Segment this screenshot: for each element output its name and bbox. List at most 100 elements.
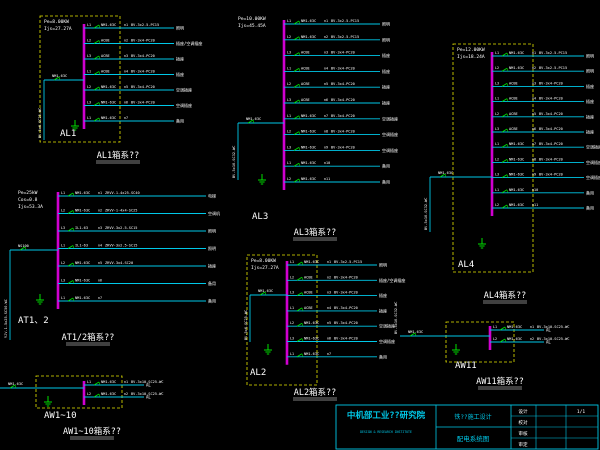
circuit-cable-label: BV-3x4-PC20 [539, 97, 563, 101]
panel-al4: Pe=12.00KWIjs=18.24ANM1-63CBV-5x10-SC32-… [424, 43, 600, 304]
circuit-breaker-label: ACBE [101, 39, 110, 43]
circuit-load-label: 插座 [382, 68, 390, 74]
circuit-load-label: 照明 [382, 22, 390, 27]
breaker-switch [67, 192, 74, 197]
title-sheet: 1/1 [577, 409, 586, 415]
title-row-label: 设计 [518, 408, 528, 415]
circuit-breaker-label: ACBE [301, 66, 310, 70]
breaker-contact [24, 246, 27, 251]
circuit-breaker-label: ACBE [509, 112, 518, 116]
breaker-switch [293, 83, 300, 88]
circuit-load-label: 照明 [379, 263, 387, 268]
circuit-load-label: 插座 [379, 307, 387, 313]
panel-box-label: AL4 [458, 260, 474, 270]
panel-spec: Pe=8.00KW [44, 19, 69, 25]
circuit-cable-label: BV-3x2.5-PC15 [334, 260, 362, 264]
breaker-switch [67, 297, 74, 302]
circuit-breaker-label: ACBE [301, 98, 310, 102]
breaker-switch [93, 86, 100, 91]
breaker-contact [98, 393, 101, 398]
circuit-load-label: 空调机 [208, 210, 220, 216]
circuit-number: n5 [327, 321, 331, 325]
circuit-breaker-label: NM1-63C [304, 321, 319, 325]
circuit-number: n4 [532, 97, 536, 101]
phase-label: L2 [495, 112, 499, 116]
circuit-cable-label: BV-3x4-PC20 [334, 275, 358, 279]
circuit-cable-label: BV-3x4-PC20 [334, 291, 358, 295]
circuit-load-label: 插座/空调插座 [379, 277, 405, 283]
phase-label: L1 [87, 380, 91, 384]
circuit-load-label: 空调插座 [382, 147, 398, 153]
panel-box-label: AL3 [252, 212, 268, 222]
circuit-breaker-label: NM1-63C [509, 188, 524, 192]
circuit-load-label: 空调插座 [176, 87, 192, 93]
breaker-switch [501, 159, 508, 163]
circuit-number: n7 [532, 142, 536, 146]
circuit-number: n2 [532, 66, 536, 70]
phase-label: L1 [287, 114, 291, 118]
title-project: 铁??施工设计 [454, 413, 491, 421]
phase-label: L3 [87, 54, 91, 58]
circuit-cable-label: BV-3x4-PC20 [539, 81, 563, 85]
phase-label: L1 [61, 296, 65, 300]
breaker-switch [296, 276, 303, 281]
breaker-switch [93, 393, 100, 398]
breaker-contact [504, 326, 507, 331]
panel-caption: AW11箱系?? [476, 376, 524, 387]
phase-label: L1 [493, 325, 497, 329]
breaker-contact [298, 68, 301, 72]
circuit-cable-label: BV-3x10-SC25-WC [537, 325, 569, 329]
breaker-switch [93, 71, 100, 75]
phase-label: L2 [61, 261, 65, 265]
circuit-load-label: 备用 [176, 118, 184, 124]
circuit-number: n5 [124, 85, 128, 89]
main-breaker-label: NM1-63C [258, 289, 273, 293]
main-breaker-label: NM1-63C [52, 74, 67, 78]
panel-spec: Ijs=27.27A [44, 26, 72, 32]
breaker-switch [296, 292, 303, 296]
circuit-number: n1 [327, 260, 331, 264]
panel-al3: Pe=10.00KWIjs=45.45ANM1-63CBV-5x10-SC32-… [232, 16, 398, 241]
circuit-breaker-label: NM1-63C [301, 161, 316, 165]
circuit-load-label: 空调插座 [379, 323, 395, 329]
circuit-breaker-label: NM1-63C [304, 337, 319, 341]
circuit-cable-label: BV-3x2.5-PC15 [331, 35, 359, 39]
circuit-load-label: 备用 [586, 189, 594, 195]
ground-symbol [71, 120, 79, 131]
phase-label: L2 [493, 337, 497, 341]
breaker-contact [98, 86, 101, 91]
incoming-cable-label: BV-5x6-SC25-WC [38, 108, 42, 138]
circuit-breaker-label: ACBE [101, 54, 110, 58]
panel-box-label: AL2 [250, 368, 266, 378]
phase-label: L1 [290, 260, 294, 264]
panel-box-label: AL1 [60, 129, 76, 139]
breaker-switch [293, 68, 300, 72]
title-drawing: 配电系统图 [457, 434, 490, 443]
circuit-number: n2 [124, 39, 128, 43]
phase-label: L3 [87, 101, 91, 105]
circuit-breaker-label: NM1-63C [75, 279, 90, 283]
panel-spec: Ijs=27.27A [251, 265, 279, 271]
breaker-switch [296, 338, 303, 342]
circuit-breaker-label: NM1-63C [301, 19, 316, 23]
breaker-contact [301, 292, 304, 296]
phase-label: L2 [495, 157, 499, 161]
breaker-switch [501, 143, 508, 148]
circuit-cable-label: ZRVV-3x2.5-SC15 [105, 226, 137, 230]
phase-label: L3 [287, 145, 291, 149]
circuit-load-label: AL [146, 395, 151, 400]
phase-label: L1 [495, 51, 499, 55]
circuit-cable-label: BV-3x4-PC20 [331, 66, 355, 70]
breaker-switch [67, 210, 74, 214]
